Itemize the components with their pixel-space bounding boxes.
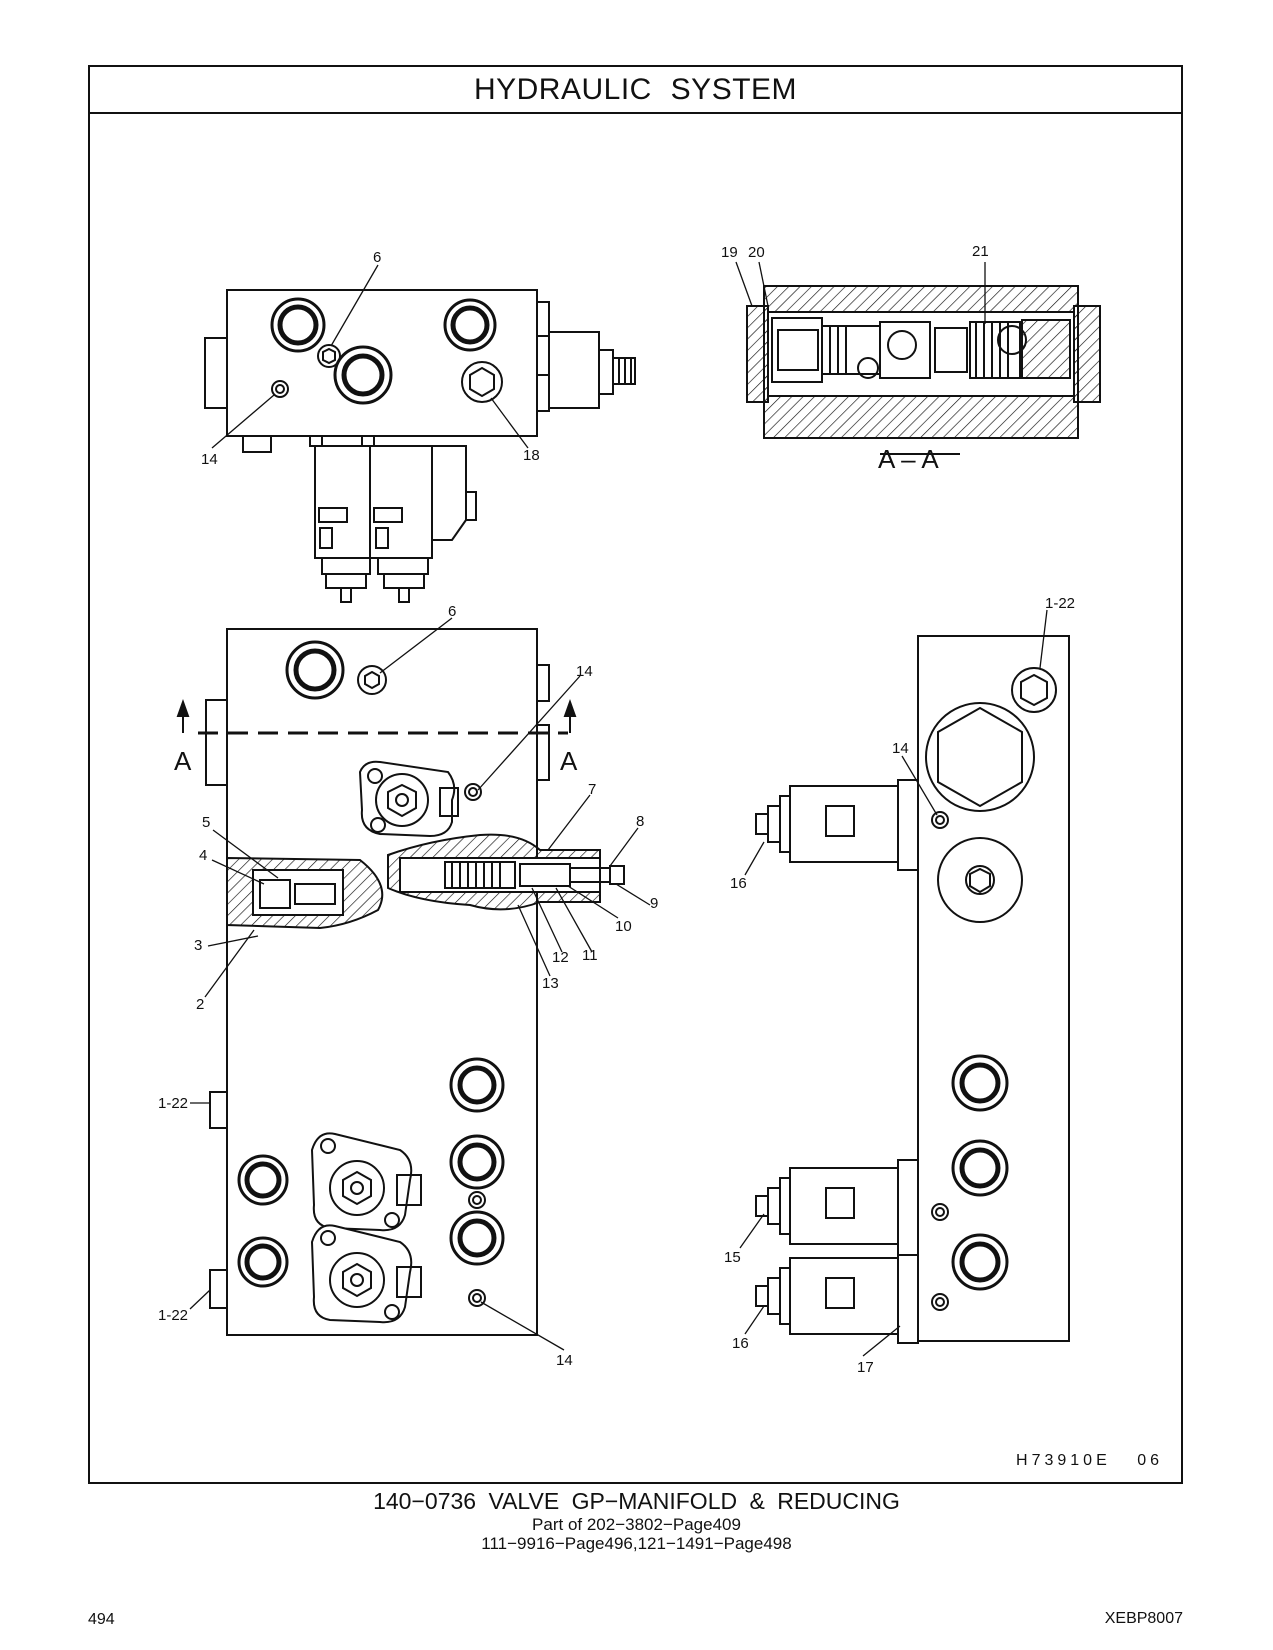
callout-6-front: 6 — [448, 603, 456, 620]
callout-1-22-side: 1-22 — [1045, 595, 1075, 612]
page-number: 494 — [88, 1611, 115, 1628]
page-title: HYDRAULIC SYSTEM — [90, 67, 1181, 114]
callout-1-22-lower: 1-22 — [158, 1307, 188, 1324]
callout-15: 15 — [724, 1249, 741, 1266]
callout-14-top: 14 — [201, 451, 218, 468]
section-arrow-right-letter: A — [560, 746, 578, 776]
callout-21: 21 — [972, 243, 989, 260]
front-view — [176, 628, 625, 1336]
callout-13: 13 — [542, 975, 559, 992]
callout-19: 19 — [721, 244, 738, 261]
callout-7: 7 — [588, 781, 596, 798]
callout-20: 20 — [748, 244, 765, 261]
figure-caption-title: 140−0736 VALVE GP−MANIFOLD & REDUCING — [373, 1488, 900, 1514]
document-id: XEBP8007 — [1104, 1610, 1183, 1627]
section-arrow-left-letter: A — [174, 746, 192, 776]
callout-1-22-upper: 1-22 — [158, 1095, 188, 1112]
callout-10: 10 — [615, 918, 632, 935]
callout-14-side: 14 — [892, 740, 909, 757]
leader-lines — [189, 261, 1048, 1357]
top-view — [204, 289, 636, 603]
callout-9: 9 — [650, 895, 658, 912]
callout-4: 4 — [199, 847, 207, 864]
callout-16-upper: 16 — [730, 875, 747, 892]
callout-18: 18 — [523, 447, 540, 464]
callout-17: 17 — [857, 1359, 874, 1376]
figure-frame: HYDRAULIC SYSTEM H73910E 06 — [88, 65, 1183, 1484]
figure-caption-part-of: Part of 202−3802−Page409 — [532, 1515, 741, 1534]
side-view — [755, 635, 1070, 1344]
section-a-a-view — [746, 285, 1101, 455]
callout-11: 11 — [582, 947, 598, 964]
figure-code: H73910E 06 — [1016, 1452, 1163, 1469]
callout-8: 8 — [636, 813, 644, 830]
callout-5: 5 — [202, 814, 210, 831]
callout-16-lower: 16 — [732, 1335, 749, 1352]
section-a-a-label: A – A — [878, 444, 939, 474]
figure-caption-references: 111−9916−Page496,121−1491−Page498 — [481, 1534, 792, 1553]
callout-2: 2 — [196, 996, 204, 1013]
callout-6-top: 6 — [373, 249, 381, 266]
callout-14-front: 14 — [576, 663, 593, 680]
callout-14-bottom: 14 — [556, 1352, 573, 1369]
callout-3: 3 — [194, 937, 202, 954]
callout-12: 12 — [552, 949, 569, 966]
